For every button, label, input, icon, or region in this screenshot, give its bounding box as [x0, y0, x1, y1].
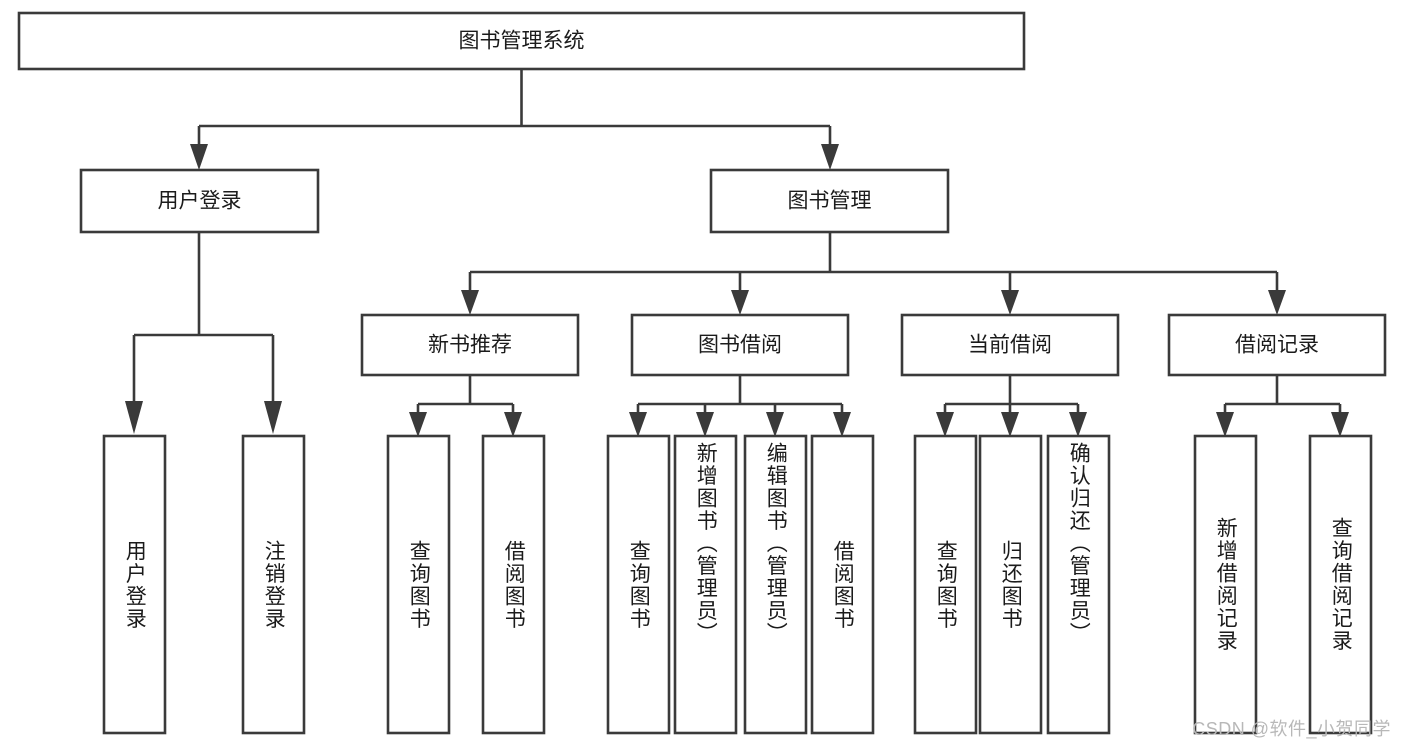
leaf-box-bb-borrow-book[interactable]: [810, 434, 875, 735]
node-current-borrow-box[interactable]: [900, 313, 1120, 377]
arrowhead-book-mgmt: [821, 144, 839, 170]
node-current-borrow-label: 当前借阅: [968, 334, 1052, 357]
arrowhead-bb-leaf-4: [833, 412, 851, 437]
node-user-login-label: 用户登录: [158, 190, 242, 213]
leaf-box-user-login[interactable]: [102, 434, 167, 735]
node-book-borrow-label: 图书借阅: [698, 334, 782, 357]
node-book-borrow-box[interactable]: [630, 313, 850, 377]
node-borrow-record-box[interactable]: [1167, 313, 1387, 377]
arrowhead-nbr-leaf-1: [409, 412, 427, 437]
connector-group-current-borrow: [936, 375, 1087, 437]
arrowhead-bb-leaf-2: [696, 412, 714, 437]
arrowhead-user-login: [190, 144, 208, 170]
node-book-mgmt-label: 图书管理: [788, 190, 872, 213]
leaf-box-cb-query-book[interactable]: [913, 434, 978, 735]
node-user-login-box[interactable]: [79, 168, 320, 234]
arrowhead-br-leaf-1: [1216, 412, 1234, 437]
arrowhead-nbr-leaf-2: [504, 412, 522, 437]
node-root-label: 图书管理系统: [459, 30, 585, 53]
arrowhead-cb-leaf-1: [936, 412, 954, 437]
arrowhead-bb-leaf-1: [629, 412, 647, 437]
node-root-box[interactable]: [17, 11, 1026, 71]
arrowhead-new-book-recommend: [461, 290, 479, 315]
leaf-box-bb-query-book[interactable]: [606, 434, 671, 735]
arrowhead-leaf-user-login: [125, 401, 143, 434]
leaf-box-cb-confirm-return[interactable]: [1046, 434, 1111, 735]
connector-group-user-login: [125, 232, 282, 434]
node-borrow-record-label: 借阅记录: [1235, 334, 1319, 357]
connector-group-book-borrow: [629, 375, 851, 437]
leaf-box-nbr-borrow-book[interactable]: [481, 434, 546, 735]
arrowhead-cb-leaf-3: [1069, 412, 1087, 437]
connector-group-book-mgmt: [461, 232, 1286, 315]
connector-group-borrow-record: [1216, 375, 1349, 437]
arrowhead-leaf-logout: [264, 401, 282, 434]
leaf-box-logout[interactable]: [241, 434, 306, 735]
leaf-box-bb-edit-book[interactable]: [743, 434, 808, 735]
leaf-box-cb-return-book[interactable]: [978, 434, 1043, 735]
arrowhead-cb-leaf-2: [1001, 412, 1019, 437]
node-new-book-recommend-label: 新书推荐: [428, 334, 512, 357]
node-new-book-recommend-box[interactable]: [360, 313, 580, 377]
arrowhead-br-leaf-2: [1331, 412, 1349, 437]
connector-group-new-book-recommend: [409, 375, 522, 437]
arrowhead-current-borrow: [1001, 290, 1019, 315]
leaf-box-bb-add-book[interactable]: [673, 434, 738, 735]
leaf-box-br-add-record[interactable]: [1193, 434, 1258, 735]
arrowhead-borrow-record: [1268, 290, 1286, 315]
node-book-mgmt-box[interactable]: [709, 168, 950, 234]
leaf-box-br-query-record[interactable]: [1308, 434, 1373, 735]
connector-group-root: [190, 69, 839, 170]
arrowhead-book-borrow: [731, 290, 749, 315]
arrowhead-bb-leaf-3: [766, 412, 784, 437]
leaf-box-nbr-query-book[interactable]: [386, 434, 451, 735]
